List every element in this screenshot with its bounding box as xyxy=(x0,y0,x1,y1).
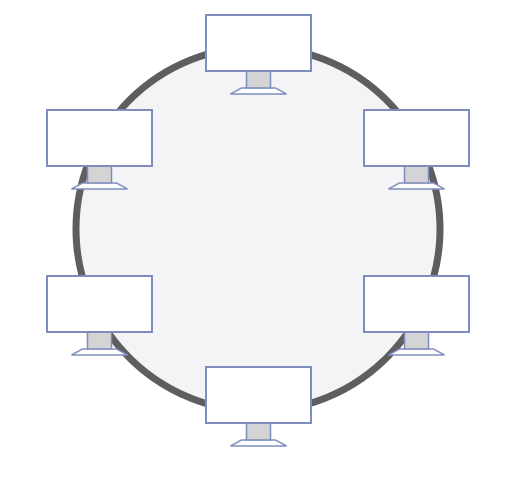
monitor-icon xyxy=(46,275,153,356)
monitor-screen xyxy=(363,109,470,167)
monitor-stand xyxy=(86,331,113,350)
monitor-group xyxy=(46,14,470,447)
monitor-base xyxy=(388,182,445,190)
monitor-stand xyxy=(403,165,430,184)
monitor-icon xyxy=(46,109,153,190)
monitor-base xyxy=(71,182,128,190)
monitor-screen xyxy=(46,109,153,167)
monitor-stand xyxy=(245,422,272,441)
monitor-stand xyxy=(403,331,430,350)
monitor-stand xyxy=(86,165,113,184)
monitor-screen xyxy=(205,14,312,72)
monitor-icon xyxy=(205,14,312,95)
monitor-base xyxy=(71,348,128,356)
monitor-icon xyxy=(363,109,470,190)
monitor-screen xyxy=(46,275,153,333)
monitor-base xyxy=(388,348,445,356)
monitor-stand xyxy=(245,70,272,89)
monitor-icon xyxy=(205,366,312,447)
monitor-screen xyxy=(363,275,470,333)
monitor-base xyxy=(230,87,287,95)
network-ring xyxy=(72,43,444,415)
monitor-icon xyxy=(363,275,470,356)
monitor-screen xyxy=(205,366,312,424)
monitor-base xyxy=(230,439,287,447)
